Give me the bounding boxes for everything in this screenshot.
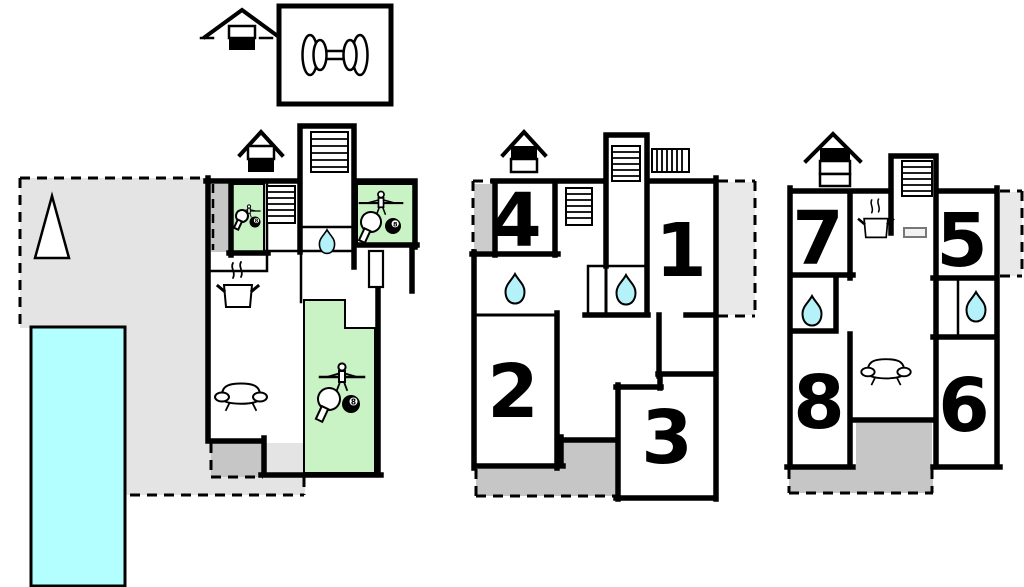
balcony-strip <box>474 184 493 251</box>
room-number-3: 3 <box>641 395 693 481</box>
tree-icon <box>33 191 71 260</box>
balcony-railing-icon <box>651 148 690 173</box>
room-number-8: 8 <box>793 360 845 446</box>
balcony-strip <box>718 182 755 315</box>
room-number-4: 4 <box>490 178 542 264</box>
terrace <box>856 423 932 469</box>
plan-top-floor: 7 5 8 6 <box>784 131 1024 495</box>
plan-first-floor: 4 1 2 3 <box>469 129 757 502</box>
games-room-large <box>303 299 376 474</box>
door-symbol <box>903 227 927 238</box>
level-icon-first-floor <box>500 129 548 174</box>
table-tennis-icon <box>314 387 341 424</box>
sofa-icon <box>214 382 268 412</box>
water-drop-icon <box>318 228 336 255</box>
stairs-icon <box>310 131 349 173</box>
level-icon-basement <box>199 7 282 50</box>
covered-terrace <box>211 184 229 252</box>
plan-ground-floor: 8 8 <box>203 123 420 479</box>
fitness-room-box <box>276 3 394 107</box>
billiard-ball-icon: 8 <box>385 218 401 234</box>
swimming-pool <box>29 325 127 587</box>
table-tennis-icon <box>232 209 249 231</box>
stairs-icon <box>565 187 593 226</box>
stairs-icon <box>611 145 641 182</box>
level-icon-ground-floor <box>237 129 285 172</box>
room-number-5: 5 <box>936 198 988 284</box>
terrace <box>476 469 618 496</box>
foosball-icon <box>318 362 366 392</box>
ball-number: 8 <box>393 221 398 229</box>
stairs-icon <box>266 185 296 224</box>
water-drop-icon <box>801 293 823 327</box>
covered-terrace <box>211 443 263 477</box>
kitchen-pot-icon <box>215 261 261 308</box>
walls <box>784 153 1003 470</box>
room-number-7: 7 <box>792 196 844 282</box>
door-symbol <box>367 249 385 289</box>
water-drop-icon <box>615 272 637 306</box>
room-number-2: 2 <box>487 349 539 435</box>
ball-number: 8 <box>255 218 259 224</box>
sofa-icon <box>860 358 912 386</box>
water-drop-icon <box>965 289 987 323</box>
balcony-strip <box>1000 192 1022 276</box>
dumbbell-icon <box>301 33 369 77</box>
kitchen-pot-icon <box>857 198 895 239</box>
room-number-6: 6 <box>938 363 990 449</box>
room-number-1: 1 <box>655 208 707 294</box>
terrace <box>789 469 933 493</box>
billiard-ball-icon: 8 <box>342 395 360 413</box>
foosball-icon <box>358 190 404 216</box>
terrace <box>18 176 306 497</box>
terrace <box>563 442 618 469</box>
walls <box>203 123 420 478</box>
stairs-icon <box>901 160 933 197</box>
ball-number: 8 <box>351 398 356 407</box>
level-icon-top-floor <box>803 131 863 188</box>
walls <box>469 132 719 502</box>
table-tennis-icon <box>357 211 382 245</box>
water-drop-icon <box>504 271 526 305</box>
billiard-ball-icon: 8 <box>249 216 261 228</box>
